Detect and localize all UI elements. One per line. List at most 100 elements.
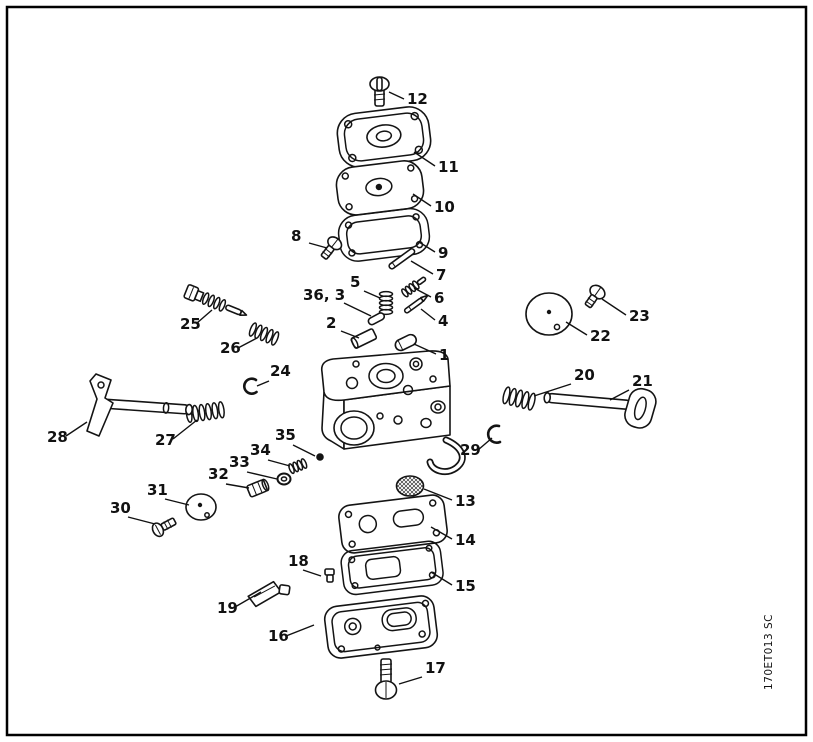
part-21-shaft: [543, 387, 657, 429]
part-28-shaft-lever: [86, 373, 194, 437]
callout-35: 35: [275, 426, 296, 444]
leader-line-10: [412, 193, 432, 207]
part-20-spring: [502, 386, 536, 411]
callout-30: 30: [110, 499, 131, 517]
part-1-plug: [394, 333, 418, 352]
callout-28: 28: [47, 428, 68, 446]
leader-line-28: [65, 421, 88, 437]
part-9-gasket: [337, 207, 431, 262]
callout-4: 4: [438, 312, 448, 330]
callout-24: 24: [270, 362, 291, 380]
part-26-spring: [248, 322, 280, 346]
leader-line-29: [477, 437, 493, 451]
part-31-disc: [185, 493, 217, 521]
leader-line-15: [430, 571, 453, 586]
leader-line-4: [420, 308, 436, 321]
leader-line-32: [225, 483, 250, 489]
leader-line-33: [246, 471, 278, 480]
part-24-clip: [243, 377, 258, 395]
leader-line-31: [164, 498, 190, 506]
callout-27: 27: [155, 431, 176, 449]
callout-29: 29: [460, 441, 481, 459]
callout-7: 7: [436, 266, 446, 284]
leader-line-6: [413, 287, 432, 298]
part-18-pin: [324, 568, 335, 583]
leader-line-25: [196, 309, 213, 324]
part-4-inlet-needle: [403, 294, 429, 314]
leader-line-12: [388, 91, 405, 100]
part-25-adjusting-screw: [183, 284, 248, 316]
part-32-sleeve: [246, 478, 270, 498]
leader-line-27: [172, 419, 198, 440]
part-22-cover-disc: [525, 292, 573, 336]
part-27-spring: [185, 401, 225, 424]
leader-line-18: [302, 569, 322, 577]
leader-line-9: [418, 241, 436, 253]
leader-line-8: [308, 242, 328, 249]
callout-10: 10: [434, 198, 455, 216]
leader-line-24: [256, 380, 270, 387]
part-5-spring: [378, 290, 394, 316]
callout-2: 2: [326, 314, 336, 332]
callout-5: 5: [350, 273, 360, 291]
callout-13: 13: [455, 492, 476, 510]
part-6-needle-spring: [401, 276, 427, 298]
part-30-screw: [151, 517, 177, 538]
part-13-screen: [395, 475, 425, 497]
leader-line-30: [127, 516, 156, 525]
part-19-valve: [247, 580, 291, 608]
part-36-3-valve: [367, 312, 386, 326]
callout-23: 23: [629, 307, 650, 325]
leader-line-21: [609, 389, 630, 401]
part-29-clip: [486, 424, 502, 444]
callout-11: 11: [438, 158, 459, 176]
leader-line-36-3: [343, 302, 372, 317]
leader-line-34: [267, 459, 291, 467]
callout-17: 17: [425, 659, 446, 677]
part-17-screw: [374, 658, 398, 700]
part-carburetor-body: [320, 350, 466, 476]
part-8-screw: [320, 236, 343, 260]
leader-line-14: [430, 526, 453, 540]
callout-33: 33: [229, 453, 250, 471]
leader-line-13: [423, 488, 453, 501]
callout-12: 12: [407, 90, 428, 108]
callout-32: 32: [208, 465, 229, 483]
callout-9: 9: [438, 244, 448, 262]
part-34-spring: [288, 458, 308, 475]
part-23-screw: [584, 284, 606, 309]
part-33-ring: [276, 472, 292, 486]
part-16-pump-cover: [323, 595, 439, 659]
callout-8: 8: [291, 227, 301, 245]
callout-6: 6: [434, 289, 444, 307]
leader-line-1: [413, 343, 437, 355]
parts-layer: [86, 76, 657, 700]
leader-line-2: [340, 330, 360, 339]
leader-line-5: [363, 290, 381, 299]
part-14-pump-plate: [338, 494, 448, 554]
callout-16: 16: [268, 627, 289, 645]
part-11-cover-plate: [336, 106, 432, 168]
callout-25: 25: [180, 315, 201, 333]
callout-31: 31: [147, 481, 168, 499]
leader-line-35: [292, 444, 316, 457]
callout-21: 21: [632, 372, 653, 390]
document-code: 170ET013 SC: [763, 614, 775, 690]
callout-20: 20: [574, 366, 595, 384]
part-12-screw: [369, 76, 390, 107]
callout-15: 15: [455, 577, 476, 595]
callout-1: 1: [439, 346, 449, 364]
callout-22: 22: [590, 327, 611, 345]
leader-line-26: [237, 337, 258, 349]
callout-26: 26: [220, 339, 241, 357]
leader-line-16: [285, 624, 315, 637]
callout-19: 19: [217, 599, 238, 617]
callout-34: 34: [250, 441, 271, 459]
part-2-plug: [350, 328, 378, 349]
leader-line-22: [565, 321, 588, 336]
callout-36-3: 36, 3: [303, 286, 345, 304]
callout-14: 14: [455, 531, 476, 549]
